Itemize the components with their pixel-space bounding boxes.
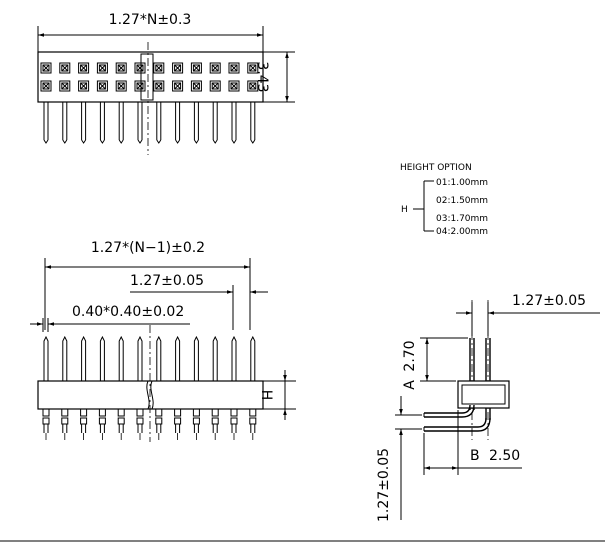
top-contact-cell (134, 80, 146, 92)
side-lower-leg (424, 417, 487, 428)
front-pins (42, 335, 257, 440)
top-pin-tail (193, 102, 199, 144)
front-view: 1.27*(N−1)±0.2 1.27±0.05 0.40*0.40±0.02 … (30, 240, 296, 442)
top-contact-cell (40, 62, 52, 74)
height-option-symbol: H (401, 205, 408, 215)
front-pin (230, 335, 238, 440)
top-pin-tail (62, 102, 68, 144)
top-pin-tail (81, 102, 87, 144)
front-pin (174, 335, 182, 440)
height-option-02: 02:1.50mm (436, 196, 488, 206)
top-contact-cell (247, 80, 259, 92)
front-break-mark (146, 380, 150, 410)
top-view: 1.27*N±0.3 3.43 (37, 12, 295, 155)
top-pin-tail (175, 102, 181, 144)
side-view: 1.27±0.05 2.70 A 1.27±0.05 (376, 293, 600, 522)
top-break (140, 53, 154, 101)
top-pin-tail (250, 102, 256, 144)
top-contact-cell (228, 62, 240, 74)
front-pin (42, 335, 50, 440)
top-contact-cell (209, 80, 221, 92)
top-contact-cell (96, 62, 108, 74)
top-pin-tail (137, 102, 143, 144)
top-contact-cell (115, 80, 127, 92)
side-upper-leg (424, 404, 471, 414)
front-pin (136, 335, 144, 440)
top-contact-cell (134, 62, 146, 74)
front-pitch-dimension: 1.27±0.05 (130, 273, 204, 289)
front-pin (155, 335, 163, 440)
front-pin (98, 335, 106, 440)
top-contact-cell (153, 80, 165, 92)
top-housing (37, 51, 264, 103)
top-pin-tail (212, 102, 218, 144)
height-option-03: 03:1.70mm (436, 214, 488, 224)
front-pin (249, 335, 257, 440)
top-contact-cell (59, 62, 71, 74)
top-pin-tail (43, 102, 49, 144)
top-pin-tail (99, 102, 105, 144)
top-contact-cell (247, 62, 259, 74)
top-contact-cell (96, 80, 108, 92)
front-span-dimension: 1.27*(N−1)±0.2 (91, 240, 205, 256)
top-contact-cell (59, 80, 71, 92)
height-option-table: HEIGHT OPTION H 01:1.00mm 02:1.50mm 03:1… (400, 163, 488, 237)
front-pin (117, 335, 125, 440)
top-contact-cell (190, 80, 202, 92)
side-a-label: A (402, 380, 418, 390)
top-contact-cell (40, 80, 52, 92)
height-option-04: 04:2.00mm (436, 227, 488, 237)
side-row-pitch-dimension: 1.27±0.05 (512, 293, 586, 309)
top-contact-cell (172, 62, 184, 74)
top-contact-cell (78, 80, 90, 92)
height-option-title: HEIGHT OPTION (400, 163, 472, 173)
top-contact-cell (115, 62, 127, 74)
top-contact-grid (40, 62, 259, 92)
top-contact-cell (78, 62, 90, 74)
front-height-label: H (258, 390, 274, 401)
side-b-dimension: 2.50 (489, 448, 520, 464)
front-pin (211, 335, 219, 440)
top-height-dimension: 3.43 (254, 61, 270, 92)
front-pin-dimension: 0.40*0.40±0.02 (72, 304, 184, 320)
top-pin-tail (156, 102, 162, 144)
top-contact-cell (190, 62, 202, 74)
front-pin (80, 335, 88, 440)
top-contact-cell (172, 80, 184, 92)
top-contact-cell (209, 62, 221, 74)
front-pin (192, 335, 200, 440)
front-insulator (37, 380, 264, 410)
top-pin-tail (231, 102, 237, 144)
side-a-dimension: 2.70 (402, 340, 418, 371)
side-vertical-dimension: 1.27±0.05 (376, 448, 392, 522)
top-contact-cell (228, 80, 240, 92)
height-option-01: 01:1.00mm (436, 178, 488, 188)
top-pin-tail (118, 102, 124, 144)
side-b-label: B (470, 448, 480, 464)
top-contact-cell (153, 62, 165, 74)
front-pin (61, 335, 69, 440)
top-width-dimension: 1.27*N±0.3 (109, 12, 192, 28)
top-pin-tails (43, 102, 256, 144)
